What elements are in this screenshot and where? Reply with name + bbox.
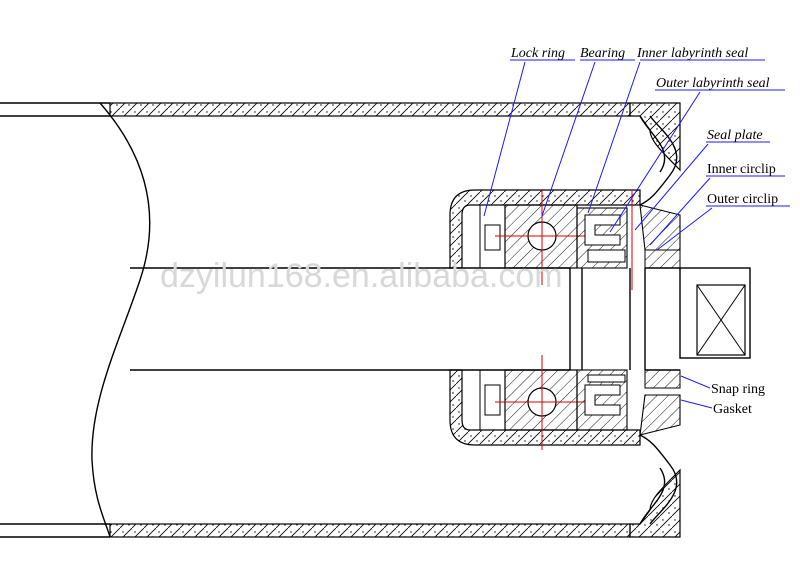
label-outer-circlip: Outer circlip — [707, 192, 778, 207]
bearing-bottom — [479, 355, 590, 450]
label-bearing: Bearing — [580, 46, 625, 61]
end-housing-top — [449, 102, 681, 269]
label-lock-ring: Lock ring — [510, 46, 565, 61]
break-line — [91, 102, 151, 538]
label-gasket: Gasket — [713, 402, 752, 417]
watermark-text: dzyilun168.en.alibaba.com — [160, 257, 563, 295]
labyrinth-seal-bottom — [576, 369, 628, 431]
seal-plate — [639, 204, 681, 436]
label-inner-circlip: Inner circlip — [707, 162, 776, 177]
tube-wall-bottom — [0, 523, 631, 538]
shaft-end — [679, 267, 751, 359]
axle-sleeve — [569, 267, 680, 371]
bearing-top — [479, 190, 590, 285]
label-outer-labyrinth-seal: Outer labyrinth seal — [656, 76, 770, 91]
label-snap-ring: Snap ring — [711, 382, 765, 397]
tube-wall-top — [0, 102, 631, 117]
label-inner-labyrinth-seal: Inner labyrinth seal — [636, 46, 748, 61]
leader-lines — [483, 59, 790, 409]
label-seal-plate: Seal plate — [707, 128, 763, 143]
